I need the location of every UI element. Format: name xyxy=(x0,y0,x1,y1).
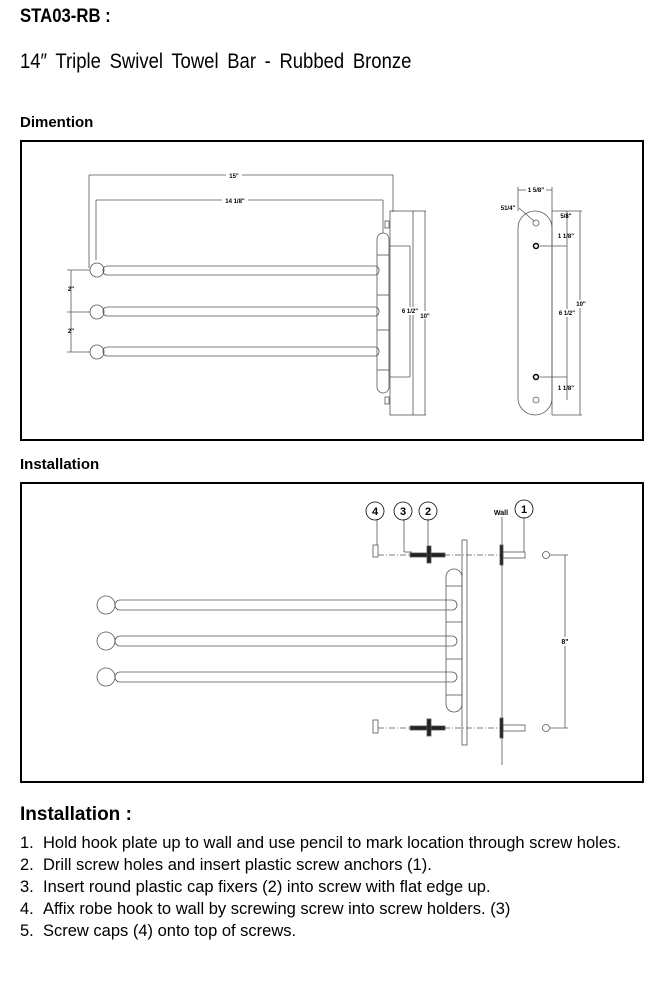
instruction-steps: 1. Hold hook plate up to wall and use pen… xyxy=(20,832,650,942)
dim-bar-spacing-bottom: 2" xyxy=(68,329,74,335)
step-number: 1. xyxy=(20,834,34,852)
step-number: 4. xyxy=(20,900,34,918)
dimension-heading: Dimention xyxy=(20,114,94,131)
instruction-step: 5. Screw caps (4) onto top of screws. xyxy=(20,920,650,942)
wall-label: Wall xyxy=(494,510,508,517)
callout-2: 2 xyxy=(425,506,431,518)
step-text: Insert round plastic cap fixers (2) into… xyxy=(43,878,491,896)
callout-1: 1 xyxy=(521,504,527,516)
dim-upper-hole-offset: 1 1/8" xyxy=(558,234,574,240)
dim-anchor-spacing: 8" xyxy=(561,639,568,646)
product-title: 14″ Triple Swivel Towel Bar - Rubbed Bro… xyxy=(20,50,412,73)
dim-top-offset: 5/8" xyxy=(560,214,571,220)
dim-plate-width: 1 5/8" xyxy=(528,188,544,194)
installation-drawing-heading: Installation xyxy=(20,456,100,473)
step-text: Affix robe hook to wall by screwing scre… xyxy=(43,900,511,918)
plate-view xyxy=(517,187,582,416)
instruction-step: 4. Affix robe hook to wall by screwing sc… xyxy=(20,898,650,920)
dim-plate-height: 10" xyxy=(420,314,430,320)
side-view xyxy=(67,174,426,416)
model-number: STA03-RB : xyxy=(20,6,111,27)
dim-bar-spacing-top: 2" xyxy=(68,287,74,293)
step-number: 5. xyxy=(20,922,34,940)
instruction-step: 3. Insert round plastic cap fixers (2) in… xyxy=(20,876,650,898)
instructions-heading: Installation : xyxy=(20,804,132,825)
step-number: 3. xyxy=(20,878,34,896)
instruction-step: 2. Drill screw holes and insert plastic s… xyxy=(20,854,650,876)
installation-drawing: 4 3 2 1 Wall 8" xyxy=(96,499,570,765)
step-number: 2. xyxy=(20,856,34,874)
step-text: Screw caps (4) onto top of screws. xyxy=(43,922,297,940)
installation-drawing-box: 4 3 2 1 Wall 8" xyxy=(20,482,644,783)
dim-plate-height-front: 10" xyxy=(576,302,586,308)
callout-4: 4 xyxy=(372,506,379,518)
dim-plate-hole-spacing: 6 1/2" xyxy=(559,311,575,317)
dim-lower-hole-offset: 1 1/8" xyxy=(558,386,574,392)
step-text: Drill screw holes and insert plastic scr… xyxy=(43,856,432,874)
dimension-drawing: 15" 14 1/8" 2" 2" 6 1/2" 10" xyxy=(67,171,588,416)
dimension-drawing-box: 15" 14 1/8" 2" 2" 6 1/2" 10" xyxy=(20,140,644,441)
instruction-step: 1. Hold hook plate up to wall and use pen… xyxy=(20,832,650,854)
dim-hole-diameter: 51/4" xyxy=(501,206,516,212)
dim-overall-width: 15" xyxy=(229,174,239,180)
step-text: Hold hook plate up to wall and use penci… xyxy=(43,834,621,852)
callout-3: 3 xyxy=(400,506,406,518)
dim-hole-spacing: 6 1/2" xyxy=(402,309,418,315)
dim-bar-length: 14 1/8" xyxy=(225,199,245,205)
